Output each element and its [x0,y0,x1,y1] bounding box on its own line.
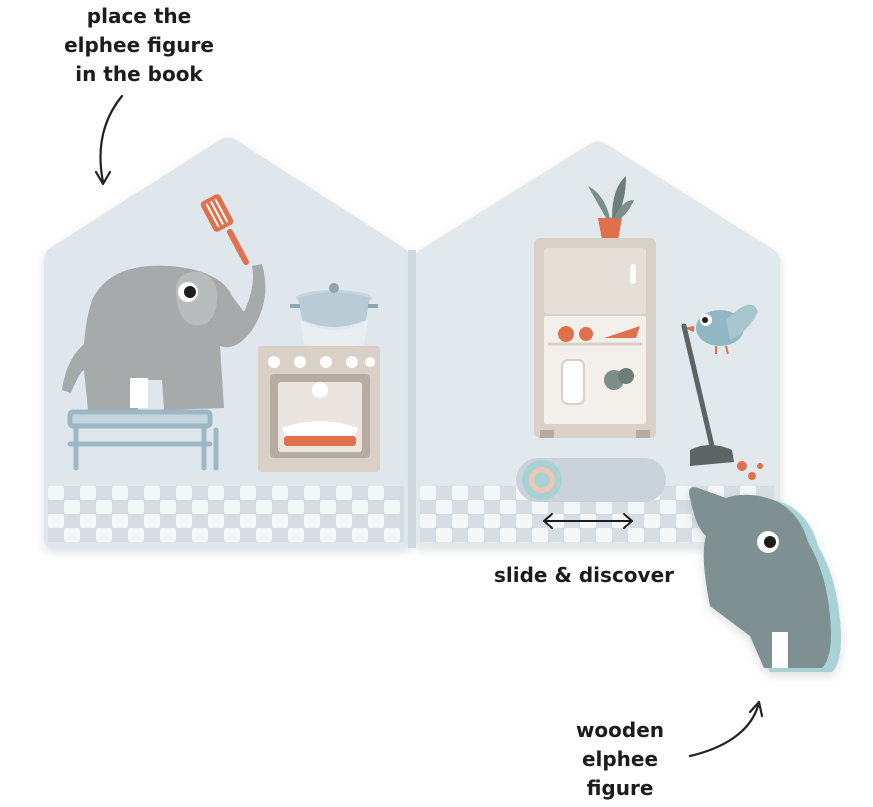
callout-line: figure [586,776,654,800]
callout-slide-discover: slide & discover [484,561,684,590]
floor-tile [144,514,160,528]
callout-line: place the [86,4,192,28]
floor-tile [628,528,644,542]
floor-tile [420,514,436,528]
floor-tile [676,514,692,528]
callout-line: slide & discover [494,563,674,587]
floor-tile [644,514,660,528]
floor-tile [256,528,272,542]
floor-tile [628,500,644,514]
floor-tile [336,514,352,528]
grey-elephant-illustration [62,264,266,410]
floor-tile [48,514,64,528]
callout-wooden-figure: wooden elphee figure [556,716,684,803]
floor-tile [128,500,144,514]
slider-track[interactable] [516,458,666,502]
bird-icon [684,304,758,355]
floor-tile [208,514,224,528]
floor-tile [320,528,336,542]
floor-tile [436,528,452,542]
floor-tile [192,528,208,542]
floor-tile [484,486,500,500]
floor-tile [224,528,240,542]
pot-icon [290,283,378,348]
floor-tile [596,528,612,542]
floor-tile [468,500,484,514]
floor-tile [176,486,192,500]
floor-tile [384,500,400,514]
floor-tile [320,500,336,514]
floor-tile [532,528,548,542]
wooden-elephant-figure[interactable] [689,487,841,672]
curved-arrow-icon [99,94,124,184]
floor-tile [500,500,516,514]
floor-tile [64,528,80,542]
floor-tile [64,500,80,514]
floor-tile [160,528,176,542]
floor-tile [676,486,692,500]
floor-tile [192,500,208,514]
floor-tile [96,528,112,542]
callout-line: in the book [75,62,203,86]
floor-tile [272,486,288,500]
callout-line: wooden [575,718,665,742]
floor-tile [240,486,256,500]
double-arrow-icon [543,513,633,529]
floor-tile [660,500,676,514]
oven-icon [258,346,380,472]
floor-tile [304,514,320,528]
floor-tile [352,500,368,514]
plant-icon [588,176,634,240]
floor-tile [48,486,64,500]
broom-icon [681,323,763,480]
floor-tile [500,528,516,542]
floor-tile [272,514,288,528]
floor-tile [564,500,580,514]
floor-tile [336,486,352,500]
spatula-icon [200,194,249,265]
curved-arrow-icon-2 [688,704,760,758]
floor-tile [516,514,532,528]
callout-line: elphee figure [64,33,214,57]
floor-tile [112,486,128,500]
floor-tile [80,486,96,500]
floor-tile [144,486,160,500]
arrow-head-icon-2 [748,700,764,718]
callout-place-figure: place the elphee figure in the book [56,2,222,89]
floor-tile [288,528,304,542]
stool [67,409,219,471]
arrow-head-icon [94,170,112,186]
floor-tile [240,514,256,528]
callout-line: elphee [581,747,659,771]
book-spine [408,250,416,548]
floor-tile [452,486,468,500]
floor-tile [484,514,500,528]
floor-tile [532,500,548,514]
floor-tile [80,514,96,528]
floor-tile [352,528,368,542]
floor-tile [128,528,144,542]
floor-tile [160,500,176,514]
floor-tile [96,500,112,514]
fridge-icon [534,238,656,438]
floor-tile [368,514,384,528]
floor-tile [368,486,384,500]
floor-tile [468,528,484,542]
floor-tile [112,514,128,528]
floor-tile [256,500,272,514]
floor-tile [384,528,400,542]
floor-tile [176,514,192,528]
floor-tile [596,500,612,514]
floor-tile [436,500,452,514]
floor-tile [452,514,468,528]
floor-tile [564,528,580,542]
floor-tile [208,486,224,500]
floor-tile [660,528,676,542]
floor-tile [288,500,304,514]
floor-tile [224,500,240,514]
floor-tile [304,486,320,500]
floor-tile [420,486,436,500]
